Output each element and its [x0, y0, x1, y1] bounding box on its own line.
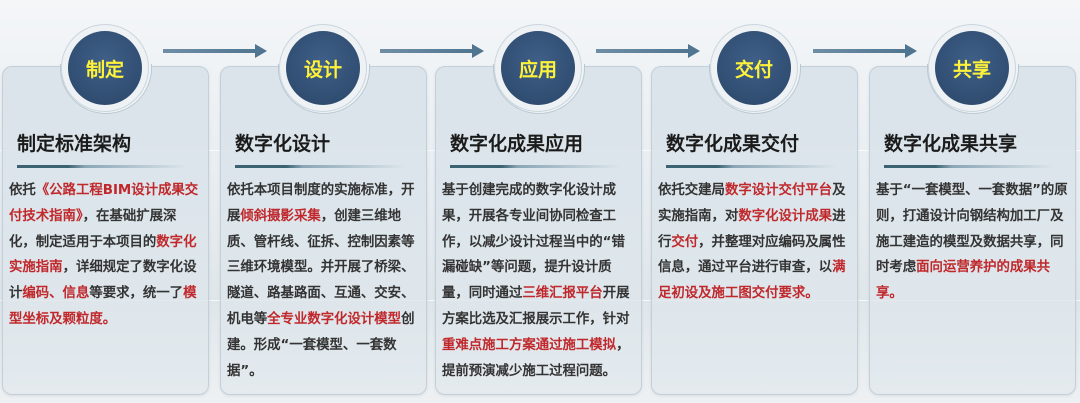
- stage-badge: 设计: [286, 31, 360, 105]
- stage-title: 数字化成果共享: [884, 133, 1018, 155]
- stage-badge-label: 制定: [85, 58, 124, 81]
- stage-badge: 应用: [501, 31, 575, 105]
- stage-badge-label: 共享: [952, 58, 991, 81]
- highlight-text: 全专业数字化设计模型: [267, 311, 402, 327]
- body-text: 及实施指南，对: [658, 183, 846, 224]
- stage-description: 基于“一套模型、一套数据”的原则，打通设计向钢结构加工厂及施工建造的模型及数据共…: [876, 178, 1069, 307]
- body-text: 进行: [658, 208, 846, 250]
- highlight-text: 数字化实施指南: [9, 234, 197, 276]
- highlight-text: 倾斜摄影采集: [240, 208, 321, 224]
- body-text: 依托交建局: [658, 183, 725, 198]
- stage-description: 依托交建局数字设计交付平台及实施指南，对数字化设计成果进行交付，并整理对应编码及…: [658, 178, 851, 307]
- body-text: ，提前预演减少施工过程问题。: [442, 337, 630, 379]
- body-text: ，创建三维地质、管杆线、征拆、控制因素等三维环境模型。并开展了桥梁、隧道、路基路…: [227, 208, 415, 327]
- stage-card: 数字化设计依托本项目制度的实施标准，开展倾斜摄影采集，创建三维地质、管杆线、征拆…: [220, 64, 427, 395]
- stage-title: 制定标准架构: [17, 133, 132, 155]
- body-text: 依托: [9, 183, 36, 198]
- stage-description: 依托《公路工程BIM设计成果交付技术指南》，在基础扩展深化，制定适用于本项目的数…: [9, 178, 202, 333]
- body-text: 依托本项目制度的实施标准，开展: [227, 183, 415, 224]
- body-text: ，并整理对应编码及属性信息，通过平台进行审查，以: [658, 234, 846, 276]
- stage-title: 数字化设计: [235, 133, 331, 155]
- body-text: 开展方案比选及汇报展示工作，针对: [442, 286, 630, 327]
- stage-badge-label: 应用: [518, 58, 557, 81]
- highlight-text: 编码、信息: [22, 286, 90, 302]
- stage-badge: 共享: [935, 31, 1009, 105]
- stage-description: 基于创建完成的数字化设计成果，开展各专业间协同检查工作，以减少设计过程当中的“错…: [442, 178, 635, 384]
- highlight-text: 面向运营养护的成果共享。: [876, 260, 1051, 302]
- highlight-text: 三维汇报平台: [522, 286, 603, 302]
- stage-title: 数字化成果应用: [450, 133, 584, 155]
- stage-card: 数字化成果应用基于创建完成的数字化设计成果，开展各专业间协同检查工作，以减少设计…: [435, 64, 642, 395]
- title-underline: [17, 165, 187, 168]
- stage-title: 数字化成果交付: [666, 133, 800, 155]
- stage-badge-label: 设计: [303, 58, 342, 81]
- title-underline: [235, 165, 405, 168]
- body-text: 基于“一套模型、一套数据”的原则，打通设计向钢结构加工厂及施工建造的模型及数据共…: [876, 183, 1068, 276]
- flow-arrow: [380, 44, 484, 58]
- stage-badge: 交付: [717, 31, 791, 105]
- title-underline: [450, 165, 620, 168]
- highlight-text: 数字化设计成果: [738, 208, 833, 224]
- highlight-text: 模型坐标及颗粒度。: [9, 286, 197, 327]
- body-text: 创建。形成“一套模型、一套数据”。: [227, 311, 415, 379]
- flow-arrow: [163, 44, 267, 58]
- highlight-text: 满足初设及施工图交付要求。: [658, 260, 846, 302]
- stage-badge-label: 交付: [734, 58, 773, 81]
- flow-arrow: [596, 44, 700, 58]
- stage-badge: 制定: [68, 31, 142, 105]
- body-text: ，在基础扩展深化，制定适用于本项目的: [9, 208, 177, 250]
- stage-card: 制定标准架构依托《公路工程BIM设计成果交付技术指南》，在基础扩展深化，制定适用…: [2, 64, 209, 395]
- body-text: 基于创建完成的数字化设计成果，开展各专业间协同检查工作，以减少设计过程当中的“错…: [442, 183, 625, 302]
- title-underline: [884, 165, 1054, 168]
- highlight-text: 重难点施工方案通过施工模拟: [442, 337, 617, 353]
- body-text: 等要求，统一了: [89, 286, 184, 302]
- title-underline: [666, 165, 836, 168]
- highlight-text: 《公路工程BIM设计成果交付技术指南》: [9, 183, 199, 224]
- stage-card: 数字化成果共享基于“一套模型、一套数据”的原则，打通设计向钢结构加工厂及施工建造…: [869, 64, 1076, 395]
- highlight-text: 数字设计交付平台: [724, 183, 833, 198]
- flow-arrow: [813, 44, 917, 58]
- body-text: ，详细规定了数字化设计: [9, 260, 197, 302]
- stage-card: 数字化成果交付依托交建局数字设计交付平台及实施指南，对数字化设计成果进行交付，并…: [651, 64, 858, 395]
- stage-description: 依托本项目制度的实施标准，开展倾斜摄影采集，创建三维地质、管杆线、征拆、控制因素…: [227, 178, 420, 384]
- highlight-text: 交付: [671, 234, 699, 250]
